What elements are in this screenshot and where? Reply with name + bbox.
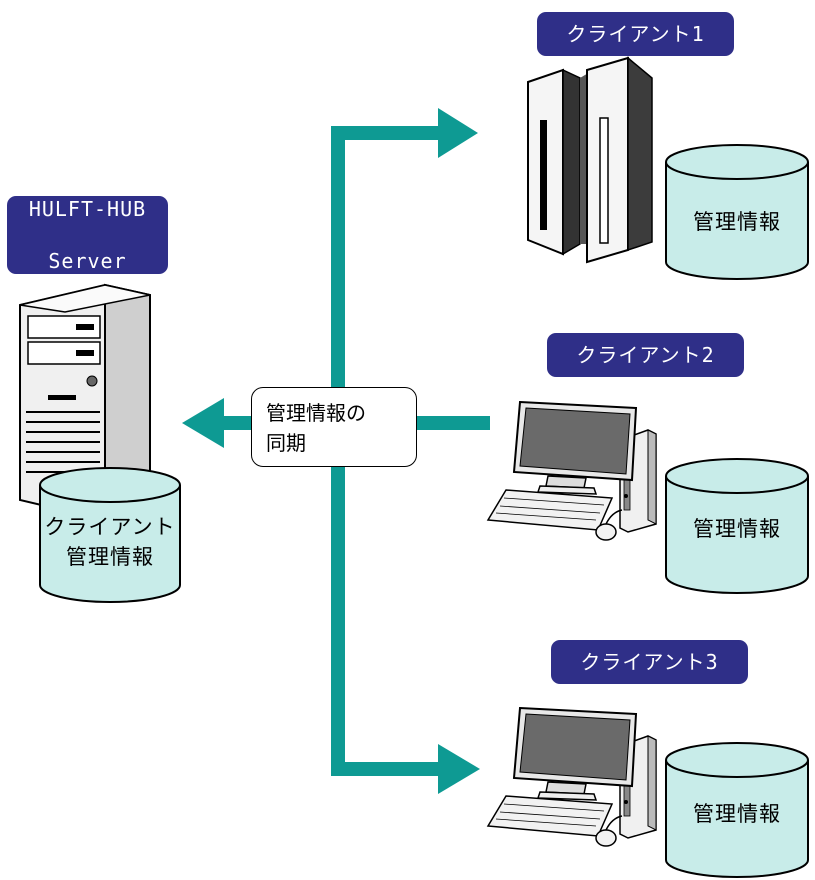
client1-database-label: 管理情報	[693, 210, 781, 234]
client3-database-label: 管理情報	[693, 802, 781, 826]
server-db-line2: 管理情報	[66, 545, 154, 569]
arrow-to-client1	[438, 108, 478, 158]
server-database-label: クライアント 管理情報	[30, 512, 190, 572]
sync-line1: 管理情報の	[266, 401, 366, 425]
sync-callout: 管理情報の 同期	[251, 387, 417, 467]
client1-label: クライアント1	[537, 12, 734, 56]
client1-database-icon	[665, 144, 809, 280]
mainframe-icon	[527, 56, 653, 264]
client3-database-icon	[665, 742, 809, 878]
arrow-to-client3	[438, 744, 480, 794]
server-database-icon	[39, 467, 181, 603]
client3-label: クライアント3	[551, 640, 748, 684]
arrow-to-server	[182, 398, 224, 448]
server-label-line2: Server	[48, 249, 127, 273]
connector-branch-client3	[331, 762, 441, 776]
server-tower-icon	[19, 283, 151, 522]
server-label: HULFT-HUB Server	[7, 196, 168, 274]
client2-label: クライアント2	[547, 333, 744, 377]
connector-branch-client1	[331, 126, 441, 140]
client2-database-label: 管理情報	[693, 517, 781, 541]
sync-line2: 同期	[266, 431, 306, 455]
client2-database-icon	[665, 458, 809, 594]
desktop-pc-icon-client3	[487, 707, 657, 847]
server-db-line1: クライアント	[44, 515, 176, 539]
desktop-pc-icon-client2	[487, 401, 657, 541]
server-label-line1: HULFT-HUB	[28, 197, 147, 221]
